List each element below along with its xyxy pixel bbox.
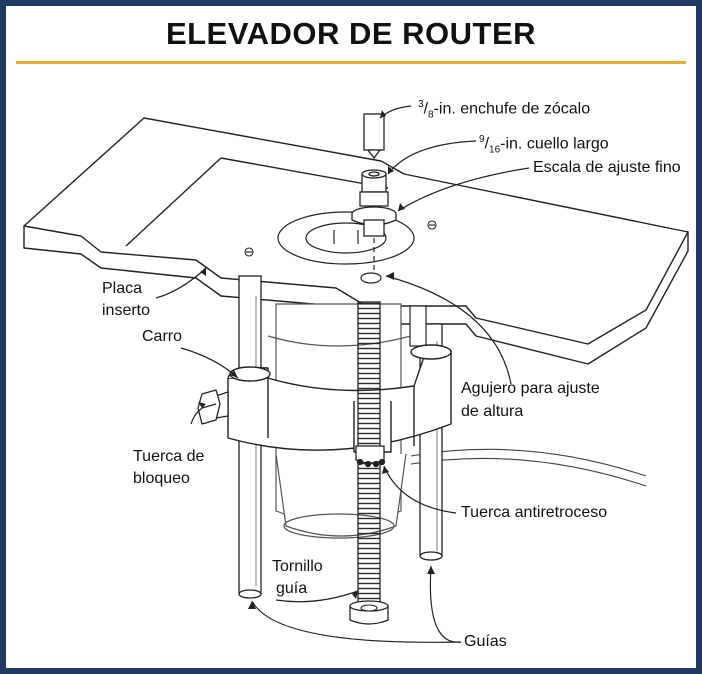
label-lock-nut-line2: bloqueo (133, 470, 190, 487)
label-insert-plate-line1: Placa (102, 280, 143, 297)
socket-bit (363, 113, 385, 160)
guide-rod-back (409, 305, 427, 347)
label-fine-scale: Escala de ajuste fino (533, 159, 681, 176)
socket-text: -in. enchufe de zócalo (433, 100, 591, 118)
label-guides: Guías (464, 633, 507, 650)
label-socket: 3/8-in. enchufe de zócalo (418, 99, 591, 121)
router-lift-drawing (23, 105, 689, 643)
power-cord (410, 448, 647, 487)
socket-numerator: 3 (418, 99, 424, 110)
collar-text: -in. cuello largo (500, 135, 609, 153)
anti-backlash-nut (355, 445, 386, 468)
collar-numerator: 9 (479, 134, 485, 145)
label-height-hole-line1: Agujero para ajuste (461, 380, 600, 397)
long-collar (359, 169, 389, 207)
page-title: ELEVADOR DE ROUTER (165, 16, 537, 51)
socket-denominator: 8 (428, 109, 434, 121)
fine-adjust-scale (351, 206, 397, 237)
height-adjust-hole (360, 272, 382, 284)
lock-knob (197, 389, 229, 425)
label-insert-plate-line2: inserto (102, 302, 151, 319)
label-height-hole-line2: de altura (461, 403, 524, 420)
plate-screws (244, 220, 437, 257)
label-anti-backlash: Tuerca antiretroceso (461, 504, 608, 521)
collar-denominator: 16 (489, 144, 501, 156)
title-underline (16, 61, 686, 64)
label-collar: 9/16-in. cuello largo (479, 134, 609, 156)
label-lock-nut-line1: Tuerca de (133, 448, 205, 465)
label-carriage: Carro (142, 328, 183, 345)
label-lead-screw-line2: guía (276, 580, 308, 597)
label-lead-screw-line1: Tornillo (272, 558, 323, 575)
leader-arrowheads (198, 110, 435, 609)
